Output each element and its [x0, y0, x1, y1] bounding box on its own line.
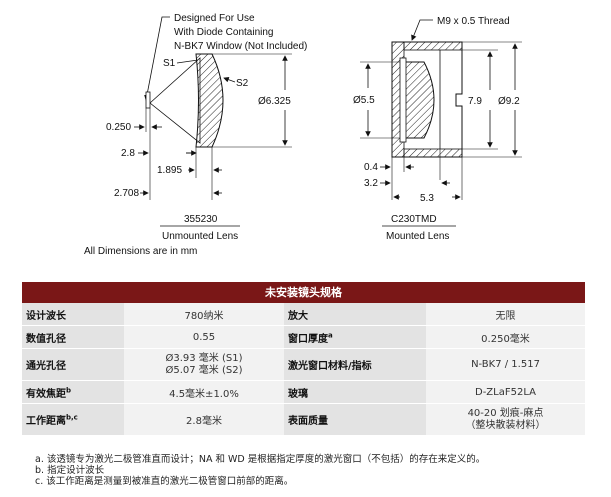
spec-value: 0.55: [124, 325, 284, 349]
dim-32: 3.2: [364, 178, 378, 189]
s2-label: S2: [236, 78, 249, 89]
spec-table-section: 未安装镜头规格 设计波长 780纳米 放大 无限 数值孔径 0.55 窗口厚度a…: [22, 282, 585, 436]
spec-label: 放大: [284, 303, 426, 326]
spec-table-title: 未安装镜头规格: [22, 282, 585, 303]
table-row: 有效焦距b 4.5毫米±1.0% 玻璃 D-ZLaF52LA: [22, 380, 585, 404]
label-mounted-lens: Mounted Lens: [386, 231, 449, 242]
footnote-marker: b,c: [66, 413, 78, 422]
spec-label-cell: 窗口厚度a: [284, 325, 426, 349]
callout-line-1: Designed For Use: [174, 13, 255, 24]
spec-value: 0.250毫米: [426, 325, 585, 349]
dim-dia-6325: Ø6.325: [258, 96, 291, 107]
technical-drawing: Designed For Use With Diode Containing N…: [84, 13, 522, 257]
dim-0250: 0.250: [106, 122, 131, 133]
spec-value-cell: 40-20 划痕-麻点 （整块散装材料）: [426, 403, 585, 436]
dim-28: 2.8: [121, 148, 135, 159]
footnotes: a. 该透镜专为激光二极管准直而设计；NA 和 WD 是根据指定厚度的激光窗口（…: [35, 454, 595, 487]
dim-dia-92: Ø9.2: [498, 96, 520, 107]
dim-79: 7.9: [468, 96, 482, 107]
dim-53: 5.3: [420, 193, 434, 204]
spec-label: 窗口厚度: [288, 333, 328, 345]
dim-dia-55: Ø5.5: [353, 95, 375, 106]
table-row: 设计波长 780纳米 放大 无限: [22, 303, 585, 326]
label-unmounted-lens: Unmounted Lens: [162, 231, 238, 242]
part-number-unmounted: 355230: [184, 214, 218, 225]
spec-table: 设计波长 780纳米 放大 无限 数值孔径 0.55 窗口厚度a 0.250毫米…: [22, 303, 585, 436]
footnote-b: b. 指定设计波长: [35, 465, 105, 476]
spec-value-cell: Ø3.93 毫米 (S1) Ø5.07 毫米 (S2): [124, 348, 284, 381]
table-row: 工作距离b,c 2.8毫米 表面质量 40-20 划痕-麻点 （整块散装材料）: [22, 403, 585, 436]
spec-value: D-ZLaF52LA: [426, 380, 585, 404]
spec-label: 有效焦距: [26, 388, 66, 400]
spec-value: Ø5.07 毫米 (S2): [165, 364, 243, 376]
part-number-mounted: C230TMD: [391, 214, 437, 225]
dim-2708: 2.708: [114, 188, 139, 199]
spec-label: 工作距离: [26, 416, 66, 427]
dim-04: 0.4: [364, 162, 378, 173]
spec-label: 玻璃: [284, 380, 426, 404]
spec-label-cell: 有效焦距b: [22, 380, 124, 404]
spec-value: 4.5毫米±1.0%: [124, 380, 284, 404]
spec-value: Ø3.93 毫米 (S1): [165, 352, 243, 364]
all-dimensions-note: All Dimensions are in mm: [84, 246, 197, 257]
spec-label: 设计波长: [22, 303, 124, 326]
spec-value: 2.8毫米: [124, 403, 284, 436]
callout-line-2: With Diode Containing: [174, 27, 274, 38]
footnote-c: c. 该工作距离是测量到被准直的激光二极管窗口前部的距离。: [35, 476, 294, 487]
spec-value: （整块散装材料）: [465, 419, 546, 431]
spec-value: 无限: [426, 303, 585, 326]
spec-value: N-BK7 / 1.517: [426, 348, 585, 381]
thread-label: M9 x 0.5 Thread: [437, 16, 510, 27]
footnote-marker: b: [66, 386, 72, 395]
unmounted-lens-drawing: Designed For Use With Diode Containing N…: [84, 13, 307, 257]
spec-label: 表面质量: [284, 403, 426, 436]
spec-label: 通光孔径: [22, 348, 124, 381]
table-row: 数值孔径 0.55 窗口厚度a 0.250毫米: [22, 325, 585, 349]
dim-1895: 1.895: [157, 165, 182, 176]
spec-label: 激光窗口材料/指标: [284, 348, 426, 381]
spec-label: 数值孔径: [22, 325, 124, 349]
s1-label: S1: [163, 58, 176, 69]
callout-line-3: N-BK7 Window (Not Included): [174, 41, 307, 52]
spec-value: 40-20 划痕-麻点: [467, 407, 544, 419]
footnote-a: a. 该透镜专为激光二极管准直而设计；NA 和 WD 是根据指定厚度的激光窗口（…: [35, 454, 486, 465]
table-row: 通光孔径 Ø3.93 毫米 (S1) Ø5.07 毫米 (S2) 激光窗口材料/…: [22, 348, 585, 381]
spec-label-cell: 工作距离b,c: [22, 403, 124, 436]
footnote-marker: a: [328, 331, 333, 340]
mounted-lens-drawing: M9 x 0.5 Thread Ø5.5 7.9 Ø9.2: [353, 16, 522, 242]
spec-value: 780纳米: [124, 303, 284, 326]
